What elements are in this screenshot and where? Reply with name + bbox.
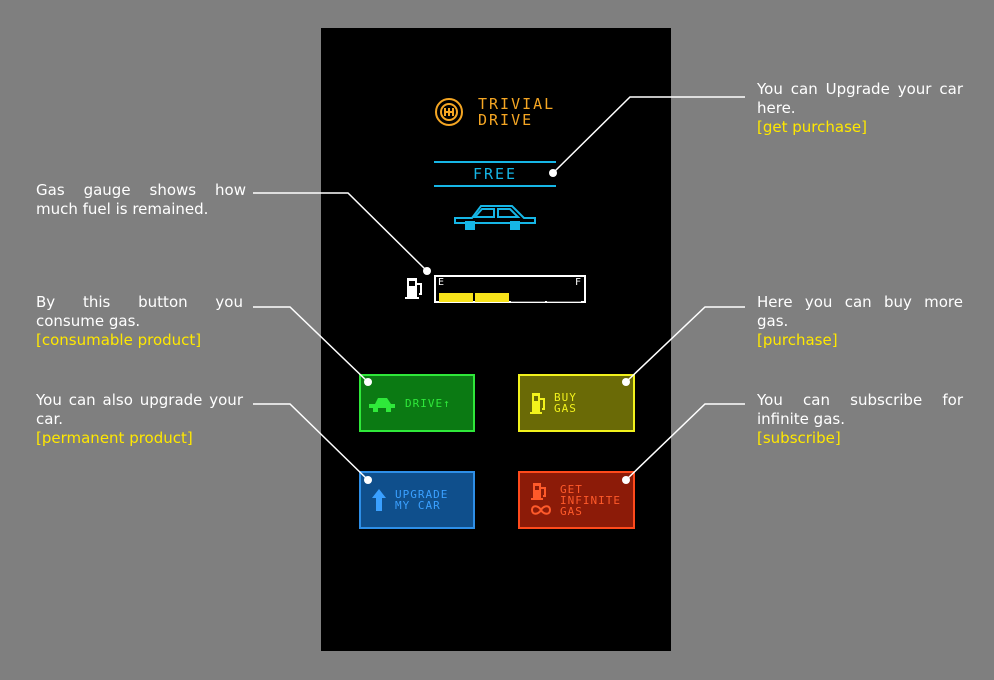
buy-gas-button-label: BUY GAS <box>554 391 577 415</box>
gas-gauge: E F <box>434 275 586 303</box>
annotation-subscribe: You can subscribe for infinite gas. [sub… <box>757 391 963 448</box>
upgrade-car-button[interactable]: UPGRADE MY CAR <box>359 471 475 529</box>
upgrade-car-button-label: UPGRADE MY CAR <box>395 488 449 512</box>
app-title: TRIVIAL DRIVE <box>478 95 556 129</box>
infinity-fuel-icon <box>530 483 552 515</box>
gear-shift-icon <box>435 98 463 126</box>
annotation-tag: [purchase] <box>757 331 838 349</box>
buy-gas-button[interactable]: BUY GAS <box>518 374 635 432</box>
gauge-empty-label: E <box>438 277 445 288</box>
annotation-tag: [subscribe] <box>757 429 841 447</box>
drive-button-label: DRIVE↑ <box>405 396 451 410</box>
annotation-gas-gauge: Gas gauge shows how much fuel is remaine… <box>36 181 246 219</box>
infinite-gas-button[interactable]: GET INFINITE GAS <box>518 471 635 529</box>
annotation-text: Gas gauge shows how much fuel is remaine… <box>36 181 246 218</box>
gauge-full-label: F <box>574 277 581 288</box>
car-icon <box>454 205 536 230</box>
annotation-buy-gas: Here you can buy more gas. [purchase] <box>757 293 963 350</box>
app-logo: TRIVIAL DRIVE <box>434 94 574 138</box>
vehicle-tier-label: FREE <box>434 161 556 187</box>
annotation-upgrade-left: You can also upgrade your car. [permanen… <box>36 391 243 448</box>
annotation-tag: [permanent product] <box>36 429 193 447</box>
fuel-segment <box>439 293 473 302</box>
annotation-text: You can also upgrade your car. <box>36 391 243 428</box>
annotation-tag: [get purchase] <box>757 118 867 136</box>
fuel-segment <box>511 293 545 302</box>
drive-button[interactable]: DRIVE↑ <box>359 374 475 432</box>
fuel-pump-icon <box>530 393 545 414</box>
annotation-text: You can subscribe for infinite gas. <box>757 391 963 428</box>
fuel-pump-icon <box>405 278 422 299</box>
car-icon <box>369 398 395 412</box>
annotation-text: Here you can buy more gas. <box>757 293 963 330</box>
annotation-text: By this button you consume gas. <box>36 293 243 330</box>
annotation-drive: By this button you consume gas. [consuma… <box>36 293 243 350</box>
fuel-segment <box>547 293 581 302</box>
fuel-segment <box>475 293 509 302</box>
annotation-text: You can Upgrade your car here. <box>757 80 963 117</box>
annotation-upgrade-right: You can Upgrade your car here. [get purc… <box>757 80 963 137</box>
annotation-tag: [consumable product] <box>36 331 202 349</box>
arrow-up-icon <box>372 489 386 511</box>
infinite-gas-button-label: GET INFINITE GAS <box>560 482 621 518</box>
